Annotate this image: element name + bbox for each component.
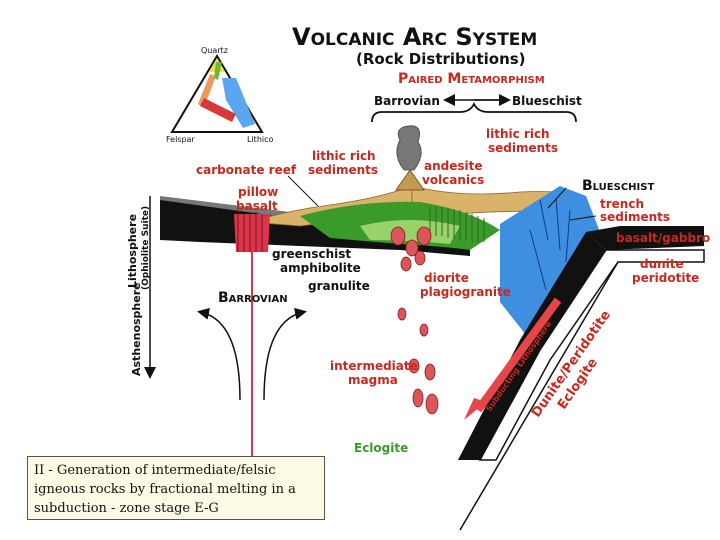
blueschist-veins xyxy=(529,197,571,291)
light-green-zone xyxy=(360,220,460,244)
label-intermediate: intermediate xyxy=(330,359,418,373)
label-barrovian: Barrovian xyxy=(218,290,288,306)
label-amphibolite: amphibolite xyxy=(280,261,361,275)
label-andesite: andesite xyxy=(424,159,483,173)
label-granulite: granulite xyxy=(308,279,370,293)
label-lithic-rich-right: lithic rich xyxy=(486,127,550,141)
subduction-arrow xyxy=(474,297,562,413)
ternary-green-field xyxy=(214,62,222,80)
label-pillow: pillow xyxy=(238,185,278,199)
slab-lower-line xyxy=(459,261,619,531)
label-diorite: diorite xyxy=(424,271,469,285)
label-volcanics: volcanics xyxy=(422,173,484,187)
label-blueschist: Blueschist xyxy=(582,178,654,194)
ternary-orange-field xyxy=(198,74,216,108)
ternary-blue-field xyxy=(222,78,255,128)
andesite-volcano xyxy=(395,169,425,191)
label-basalt: basalt xyxy=(236,199,278,213)
label-sediments-right: sediments xyxy=(488,141,558,155)
overriding-plate-right xyxy=(586,226,704,250)
label-magma: magma xyxy=(348,373,398,387)
label-peridotite: peridotite xyxy=(632,271,699,285)
label-eclogite-bottom: Eclogite xyxy=(354,441,408,455)
caption-box: II - Generation of intermediate/felsic i… xyxy=(27,456,325,520)
convection-arrows xyxy=(197,307,307,401)
volcanic-plume xyxy=(396,125,422,171)
striped-crust xyxy=(429,206,485,242)
ternary-top-label: Quartz xyxy=(201,46,228,55)
ternary-left-label: Felspar xyxy=(166,135,195,144)
subduction-arrowhead xyxy=(464,398,486,420)
metamorphism-left: Barrovian xyxy=(374,94,440,108)
leader-lines xyxy=(255,175,597,221)
mantle-gray-top xyxy=(160,196,290,218)
ternary-right-label: Lithico xyxy=(247,135,274,144)
label-trench: trench xyxy=(600,197,644,211)
blueschist-wedge xyxy=(500,186,600,340)
magma-diapirs xyxy=(390,226,439,415)
label-carbonate-reef: carbonate reef xyxy=(196,163,297,177)
metamorphism-title: Paired Metamorphism xyxy=(398,71,545,87)
ternary-diagram: Quartz Felspar Lithico xyxy=(166,46,274,144)
label-sediments-left: sediments xyxy=(308,163,378,177)
paired-brace xyxy=(371,101,577,123)
label-lithic-rich-left: lithic rich xyxy=(312,149,376,163)
label-trench-sediments: sediments xyxy=(600,210,670,224)
label-dunite: dunite xyxy=(640,257,684,271)
subducting-slab xyxy=(458,232,606,460)
label-basalt-gabbro: basalt/gabbro xyxy=(616,231,710,245)
pillow-basalt-ridge xyxy=(234,214,270,252)
metamorphism-right: Blueschist xyxy=(512,94,582,108)
label-lithosphere: Lithosphere xyxy=(126,214,139,288)
page-subtitle: (Rock Distributions) xyxy=(356,50,526,68)
page-title: Volcanic Arc System xyxy=(292,23,537,51)
label-greenschist: greenschist xyxy=(272,247,351,261)
eclogite-slab-border xyxy=(478,249,705,461)
ternary-red-field xyxy=(200,98,236,122)
label-plagiogranite: plagiogranite xyxy=(420,285,511,299)
label-ophiolite: (Ophiolite Suite) xyxy=(141,206,151,290)
label-asthenosphere: Asthenosphere xyxy=(130,282,143,376)
